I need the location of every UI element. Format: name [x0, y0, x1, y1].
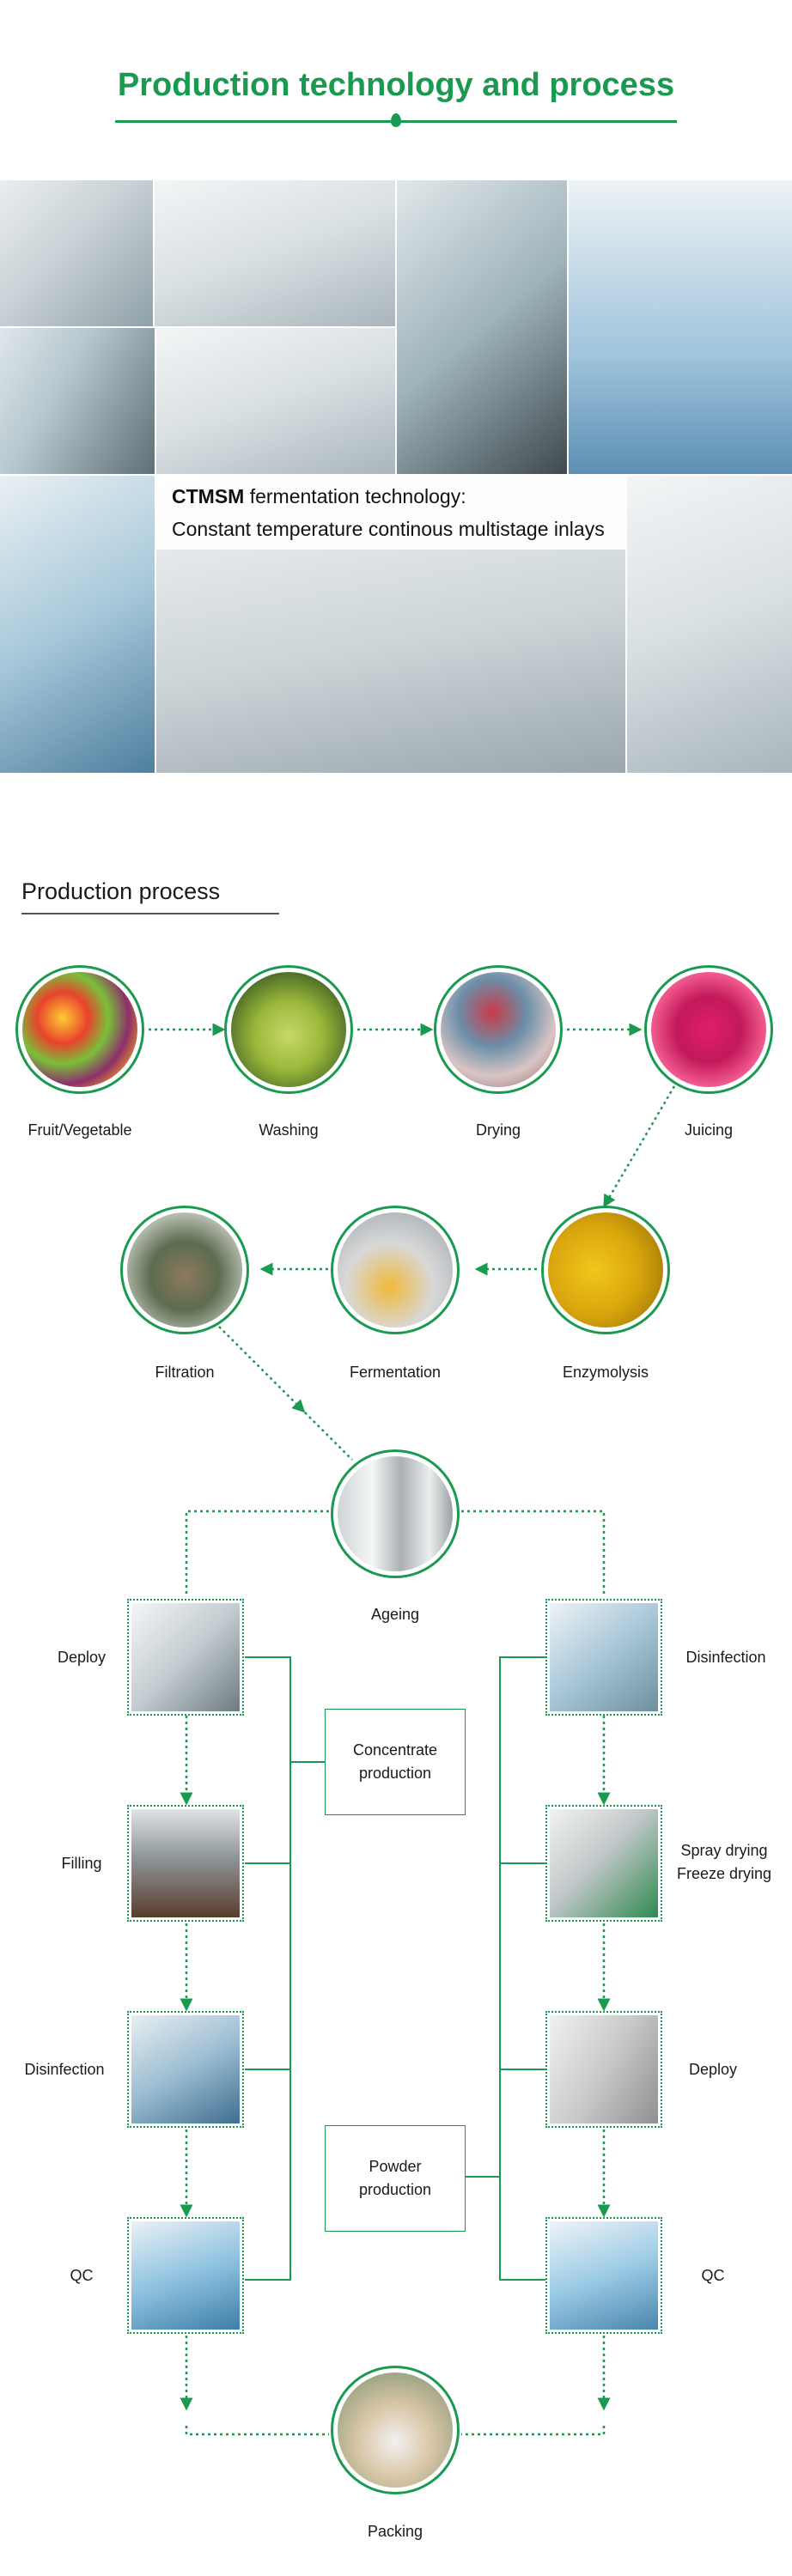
banner-caption-line2: Constant temperature continous multistag… — [172, 518, 605, 540]
spray-drying-photo — [545, 1805, 662, 1922]
section-title: Production process — [21, 878, 221, 904]
section-underline — [21, 913, 279, 914]
lab-photo-1 — [0, 180, 153, 326]
banner-caption-line1: CTMSM fermentation technology: — [172, 485, 466, 507]
freeze-drying-label: Freeze drying — [676, 1865, 772, 1882]
qc-right-photo — [545, 2217, 662, 2334]
fermentation-label: Fermentation — [349, 1364, 442, 1381]
juicing-step — [644, 965, 773, 1094]
drying-label: Drying — [475, 1121, 521, 1139]
juicing-label: Juicing — [684, 1121, 734, 1139]
lab-worker-photo — [569, 180, 792, 474]
deploy-right-photo — [545, 2011, 662, 2128]
drying-step — [434, 965, 563, 1094]
washing-label: Washing — [259, 1121, 319, 1139]
qc-left-photo — [127, 2217, 244, 2334]
drop-icon — [391, 113, 401, 127]
deploy-right-label: Deploy — [688, 2061, 738, 2078]
enzymolysis-step — [541, 1206, 670, 1334]
powder-production-box: Powder production — [325, 2125, 466, 2232]
ageing-image — [338, 1456, 453, 1571]
drying-image — [441, 972, 556, 1087]
filtration-image — [127, 1212, 242, 1327]
filtration-label: Filtration — [155, 1364, 215, 1381]
concentrate-line2: production — [358, 1765, 432, 1782]
fruit-vegetable-label: Fruit/Vegetable — [27, 1121, 132, 1139]
powder-line2: production — [358, 2181, 432, 2198]
fermentation-image — [338, 1212, 453, 1327]
disinfection-left-label: Disinfection — [24, 2061, 105, 2078]
lab-photo-4 — [156, 328, 395, 474]
concentrate-line1: Concentrate — [352, 1741, 438, 1759]
washing-step — [224, 965, 353, 1094]
fruit-image — [22, 972, 137, 1087]
lab-photo-2 — [155, 180, 395, 326]
page-title: Production technology and process — [117, 67, 675, 103]
enzymolysis-image — [548, 1212, 663, 1327]
ageing-label: Ageing — [370, 1606, 420, 1623]
disinfection-left-photo — [127, 2011, 244, 2128]
deploy-left-label: Deploy — [57, 1649, 107, 1666]
fermentation-step — [331, 1206, 460, 1334]
washing-image — [231, 972, 346, 1087]
enzymolysis-label: Enzymolysis — [562, 1364, 649, 1381]
lab-analyst-photo — [627, 476, 792, 773]
packing-image — [338, 2372, 453, 2488]
powder-line1: Powder — [369, 2158, 422, 2175]
deploy-left-photo — [127, 1599, 244, 1716]
packing-label: Packing — [367, 2523, 423, 2540]
qc-left-label: QC — [70, 2267, 94, 2284]
ageing-step — [331, 1449, 460, 1578]
lab-photo-3 — [0, 328, 155, 474]
filling-photo — [127, 1805, 244, 1922]
juicing-image — [651, 972, 766, 1087]
fruit-vegetable-step — [15, 965, 144, 1094]
disinfection-right-label: Disinfection — [685, 1649, 766, 1666]
worker-bottles-photo — [0, 476, 155, 773]
disinfection-right-photo — [545, 1599, 662, 1716]
filtration-step — [120, 1206, 249, 1334]
spray-drying-label: Spray drying — [680, 1842, 768, 1859]
concentrate-production-box: Concentrate production — [325, 1709, 466, 1815]
bottling-line-photo — [397, 180, 567, 474]
banner-caption — [156, 474, 625, 550]
filling-label: Filling — [61, 1855, 102, 1872]
packing-step — [331, 2366, 460, 2494]
qc-right-label: QC — [701, 2267, 725, 2284]
